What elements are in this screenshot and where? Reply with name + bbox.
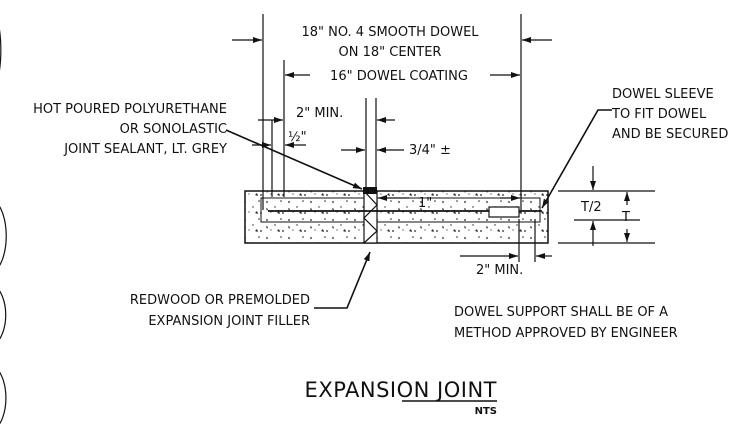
dowel-coating-label: 16" DOWEL COATING: [330, 69, 468, 84]
sealant-line3: JOINT SEALANT, LT. GREY: [63, 142, 227, 157]
dowel-spec-line2: ON 18" CENTER: [339, 45, 442, 60]
filler-line2: EXPANSION JOINT FILLER: [148, 314, 310, 329]
sleeve-line2: TO FIT DOWEL: [611, 107, 707, 122]
dowel-spec-line1: 18" NO. 4 SMOOTH DOWEL: [301, 25, 479, 40]
joint-sealant: [363, 187, 377, 194]
half-thickness-label: T/2: [580, 200, 602, 215]
scale-label: NTS: [475, 406, 497, 417]
dowel-sleeve: [488, 206, 520, 218]
filler-line1: REDWOOD OR PREMOLDED: [130, 293, 310, 308]
detail-title: EXPANSION JOINT: [305, 378, 497, 402]
sealant-line1: HOT POURED POLYURETHANE: [33, 102, 227, 117]
dimension-arrows: [232, 37, 630, 259]
thickness-label: T: [621, 210, 630, 225]
leader-lines: [225, 109, 612, 309]
min-bottom-label: 2" MIN.: [476, 263, 523, 278]
min-top-label: 2" MIN.: [296, 106, 343, 121]
half-inch-label: ½": [288, 130, 307, 145]
mid-dimension-label: 1": [418, 196, 432, 211]
joint-filler: [363, 190, 378, 244]
sleeve-line3: AND BE SECURED: [612, 127, 728, 142]
gap-label: 3/4" ±: [409, 143, 451, 158]
support-line2: METHOD APPROVED BY ENGINEER: [454, 326, 678, 341]
support-line1: DOWEL SUPPORT SHALL BE OF A: [454, 305, 668, 320]
extension-lines: [262, 14, 655, 262]
sealant-line2: OR SONOLASTIC: [120, 122, 227, 137]
sleeve-line1: DOWEL SLEEVE: [612, 87, 714, 102]
sheet-edge-bubbles: [0, 29, 7, 425]
